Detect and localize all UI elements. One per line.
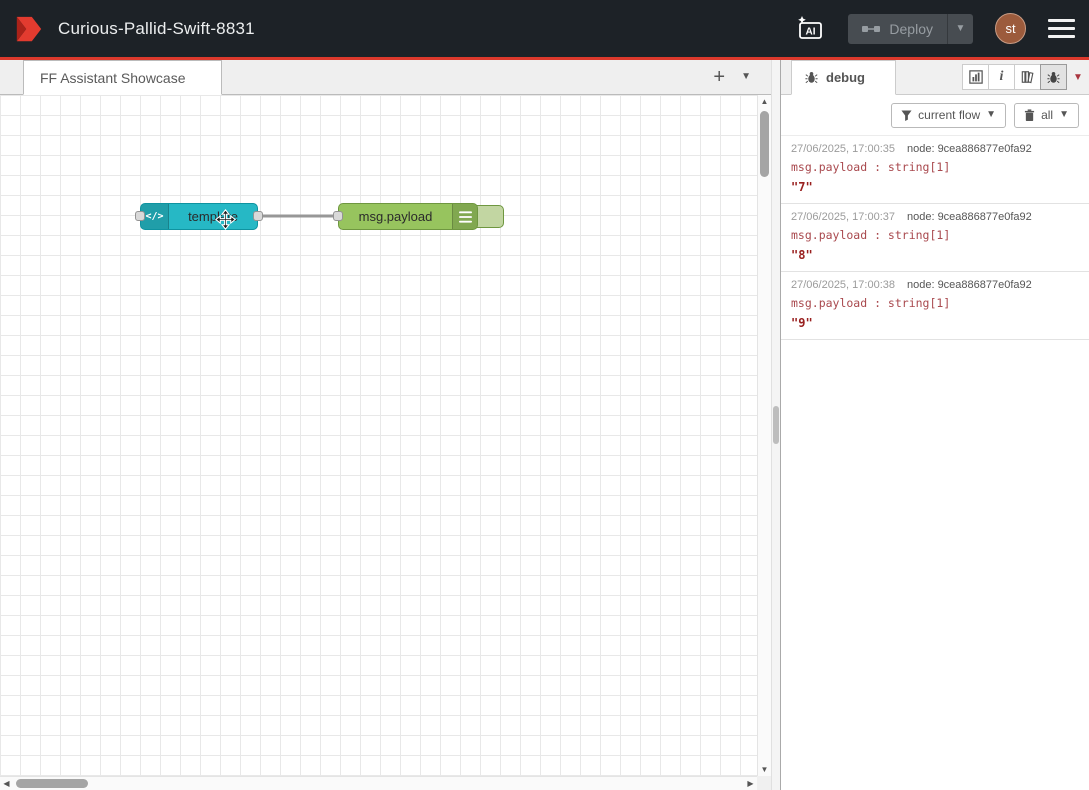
- sidebar-tabs-chevron-down-icon[interactable]: ▼: [1067, 72, 1089, 83]
- message-property[interactable]: msg.payload : string[1]: [791, 160, 1079, 174]
- info-icon: i: [1000, 69, 1004, 85]
- sidebar-tab-debug[interactable]: debug: [791, 60, 896, 95]
- scrollbar-corner: [757, 776, 771, 790]
- sidebar-tab-label: debug: [826, 70, 865, 85]
- chart-icon: [969, 70, 983, 84]
- sidebar-tab-dashboard-button[interactable]: [962, 64, 989, 90]
- bug-icon: [1047, 71, 1060, 84]
- filter-icon: [901, 110, 912, 121]
- move-cursor-icon: [215, 209, 236, 235]
- vertical-scrollbar-thumb[interactable]: [760, 111, 769, 177]
- sidebar-splitter[interactable]: [771, 60, 780, 790]
- message-node-id[interactable]: node: 9cea886877e0fa92: [907, 211, 1032, 223]
- scroll-down-icon[interactable]: ▼: [758, 763, 771, 776]
- code-icon: </>: [141, 204, 169, 229]
- ai-badge-label: AI: [806, 26, 816, 37]
- trash-icon: [1024, 109, 1035, 122]
- message-timestamp: 27/06/2025, 17:00:38: [791, 279, 895, 291]
- ai-assistant-button[interactable]: AI: [794, 13, 826, 45]
- deploy-label: Deploy: [889, 21, 933, 37]
- user-avatar[interactable]: st: [995, 13, 1026, 44]
- chevron-down-icon: ▼: [956, 24, 966, 34]
- sidebar-tab-help-button[interactable]: [1014, 64, 1041, 90]
- splitter-grip[interactable]: [773, 406, 779, 444]
- sidebar-tab-debug-button[interactable]: [1040, 64, 1067, 90]
- message-timestamp: 27/06/2025, 17:00:37: [791, 211, 895, 223]
- debug-clear-button[interactable]: all ▼: [1014, 103, 1079, 128]
- template-output-port[interactable]: [253, 211, 263, 221]
- message-value: "9": [791, 316, 1079, 330]
- message-timestamp: 27/06/2025, 17:00:35: [791, 143, 895, 155]
- flow-tab-label: FF Assistant Showcase: [40, 70, 186, 86]
- books-icon: [1021, 70, 1035, 84]
- vertical-scrollbar[interactable]: ▲ ▼: [757, 95, 771, 776]
- sidebar-tab-info-button[interactable]: i: [988, 64, 1015, 90]
- message-node-id[interactable]: node: 9cea886877e0fa92: [907, 143, 1032, 155]
- header-bar: Curious-Pallid-Swift-8831 AI Deploy: [0, 0, 1089, 60]
- debug-message[interactable]: 27/06/2025, 17:00:38 node: 9cea886877e0f…: [781, 272, 1089, 340]
- message-value: "7": [791, 180, 1079, 194]
- add-flow-button[interactable]: +: [713, 67, 725, 87]
- flow-canvas[interactable]: </> template msg.payload: [0, 95, 771, 790]
- debug-message[interactable]: 27/06/2025, 17:00:35 node: 9cea886877e0f…: [781, 136, 1089, 204]
- debug-toolbar: current flow ▼ all ▼: [781, 95, 1089, 135]
- debug-node[interactable]: msg.payload: [338, 203, 478, 230]
- deploy-button[interactable]: Deploy ▼: [848, 14, 973, 44]
- main-menu-button[interactable]: [1048, 19, 1075, 38]
- flow-tab[interactable]: FF Assistant Showcase: [23, 60, 222, 95]
- horizontal-scrollbar-thumb[interactable]: [16, 779, 88, 788]
- debug-message-list: 27/06/2025, 17:00:35 node: 9cea886877e0f…: [781, 135, 1089, 790]
- scroll-right-icon[interactable]: ▶: [744, 777, 757, 790]
- node-label: template: [169, 204, 257, 229]
- workspace-tabbar: FF Assistant Showcase + ▼: [0, 60, 771, 95]
- list-icon: [452, 204, 477, 229]
- scroll-up-icon[interactable]: ▲: [758, 95, 771, 108]
- message-property[interactable]: msg.payload : string[1]: [791, 228, 1079, 242]
- avatar-initials: st: [1005, 21, 1015, 36]
- debug-clear-scope-label: all: [1041, 108, 1053, 122]
- horizontal-scrollbar[interactable]: ◀ ▶: [0, 776, 757, 790]
- wire-layer: [0, 95, 771, 790]
- sidebar: debug i: [780, 60, 1089, 790]
- debug-input-port[interactable]: [333, 211, 343, 221]
- flowfuse-logo-icon[interactable]: [14, 13, 46, 45]
- debug-filter-label: current flow: [918, 108, 980, 122]
- deploy-flow-icon: [862, 23, 880, 35]
- flow-list-chevron-down-icon[interactable]: ▼: [741, 72, 751, 82]
- scroll-left-icon[interactable]: ◀: [0, 777, 13, 790]
- template-node[interactable]: </> template: [140, 203, 258, 230]
- deploy-options-button[interactable]: ▼: [947, 14, 973, 44]
- chevron-down-icon: ▼: [1059, 110, 1069, 120]
- instance-title: Curious-Pallid-Swift-8831: [58, 19, 255, 39]
- node-label: msg.payload: [339, 204, 452, 229]
- template-input-port[interactable]: [135, 211, 145, 221]
- sidebar-tabbar: debug i: [781, 60, 1089, 95]
- bug-icon: [805, 71, 818, 84]
- message-node-id[interactable]: node: 9cea886877e0fa92: [907, 279, 1032, 291]
- chevron-down-icon: ▼: [986, 110, 996, 120]
- debug-message[interactable]: 27/06/2025, 17:00:37 node: 9cea886877e0f…: [781, 204, 1089, 272]
- message-value: "8": [791, 248, 1079, 262]
- debug-filter-button[interactable]: current flow ▼: [891, 103, 1006, 128]
- message-property[interactable]: msg.payload : string[1]: [791, 296, 1079, 310]
